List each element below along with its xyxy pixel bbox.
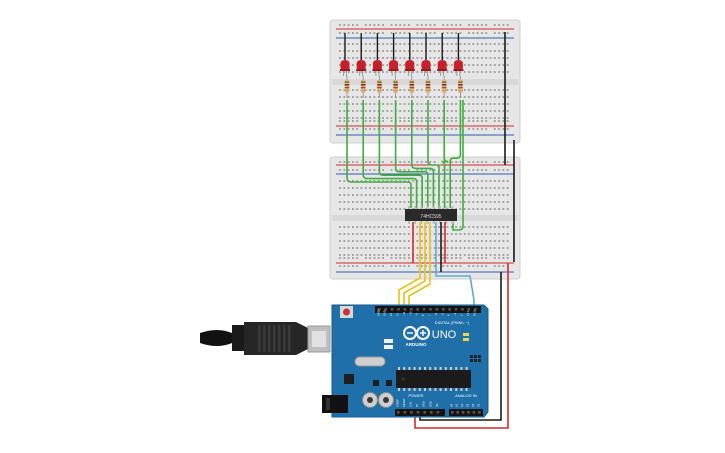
reset-button-cap xyxy=(343,308,350,316)
green-wires xyxy=(346,100,464,231)
pin-label: A3 xyxy=(466,403,470,407)
green-wire xyxy=(411,100,435,208)
green-wire xyxy=(427,100,440,208)
resistor-icon xyxy=(458,80,463,93)
analog-header[interactable] xyxy=(449,409,483,416)
resistor-icon xyxy=(409,80,415,93)
pin-label: Vin xyxy=(435,403,439,407)
pin-label: GND xyxy=(422,401,426,407)
green-wire xyxy=(394,100,429,208)
pin-label: AREF xyxy=(376,309,380,316)
pin-label: A5 xyxy=(476,403,480,407)
chip-label: 74HC595 xyxy=(420,214,441,220)
pin-label: TX 1 xyxy=(466,310,470,316)
pin-label: ~9 xyxy=(415,312,419,316)
pin-label: ~6 xyxy=(434,312,438,316)
chip-pins xyxy=(408,206,454,224)
led-icon xyxy=(389,60,399,71)
atmega-chip xyxy=(396,370,471,388)
power-label: POWER xyxy=(408,393,423,398)
pin-label: IOREF xyxy=(395,399,399,407)
resistor-icon xyxy=(425,80,431,93)
pin-label: 3.3V xyxy=(409,401,413,407)
pin-label: ~5 xyxy=(440,312,444,316)
resistor-icon xyxy=(344,80,350,93)
arduino-logo xyxy=(403,326,430,340)
resistor-icon xyxy=(393,80,398,93)
pin-label: 8 xyxy=(421,314,425,316)
pin-label: 7 xyxy=(428,314,432,316)
green-wire xyxy=(346,100,412,208)
pin-label: A0 xyxy=(449,403,453,407)
pin-label: 5V xyxy=(415,404,419,407)
led-icon xyxy=(340,60,350,71)
analog-label: ANALOG IN xyxy=(455,393,477,398)
led-icon xyxy=(437,60,447,71)
led-icon xyxy=(453,60,463,71)
breadboard-top[interactable] xyxy=(329,19,521,144)
data-wires xyxy=(398,222,475,306)
resistor-icon xyxy=(377,80,382,93)
arduino-model: UNO xyxy=(432,329,457,341)
pin-label: ~3 xyxy=(453,312,457,316)
pin-label: A4 xyxy=(471,403,475,407)
green-wire xyxy=(441,100,449,208)
green-wire xyxy=(452,100,464,231)
crystal xyxy=(354,356,386,367)
resistor-icon xyxy=(441,80,447,93)
voltage-regulator xyxy=(344,374,354,384)
pin-label: A2 xyxy=(460,403,464,407)
pin-label: 4 xyxy=(447,314,451,316)
green-wire xyxy=(378,100,423,208)
led-icon xyxy=(421,60,431,71)
icsp-header xyxy=(470,355,481,362)
digital-header[interactable] xyxy=(375,306,481,313)
digital-label: DIGITAL (PWM= ~) xyxy=(435,320,470,325)
pin-label: RESET xyxy=(402,398,406,407)
led-icon xyxy=(372,60,382,71)
power-jack xyxy=(322,395,348,413)
led-icon xyxy=(405,60,415,71)
pin-label: ~10 xyxy=(408,311,412,316)
power-header[interactable] xyxy=(395,409,445,416)
usb-cable xyxy=(200,322,331,355)
arduino-brand: ARDUINO xyxy=(406,342,427,347)
pin-label: GND xyxy=(383,310,387,316)
pin-label: RX 0 xyxy=(472,310,476,316)
pin-label: A1 xyxy=(455,403,459,407)
pin-label: ~11 xyxy=(402,311,406,316)
shift-register-chip[interactable]: 74HC595 xyxy=(405,206,457,224)
pin-label: 2 xyxy=(460,314,464,316)
pin-label: 13 xyxy=(389,313,393,316)
usb-grip xyxy=(258,325,291,352)
green-wire xyxy=(449,100,462,208)
green-wire xyxy=(362,100,418,208)
resistor-icon xyxy=(360,80,366,93)
pin-label: GND xyxy=(428,401,432,407)
pin-label: 12 xyxy=(396,313,400,316)
led-array xyxy=(340,33,464,98)
led-icon xyxy=(356,60,366,71)
